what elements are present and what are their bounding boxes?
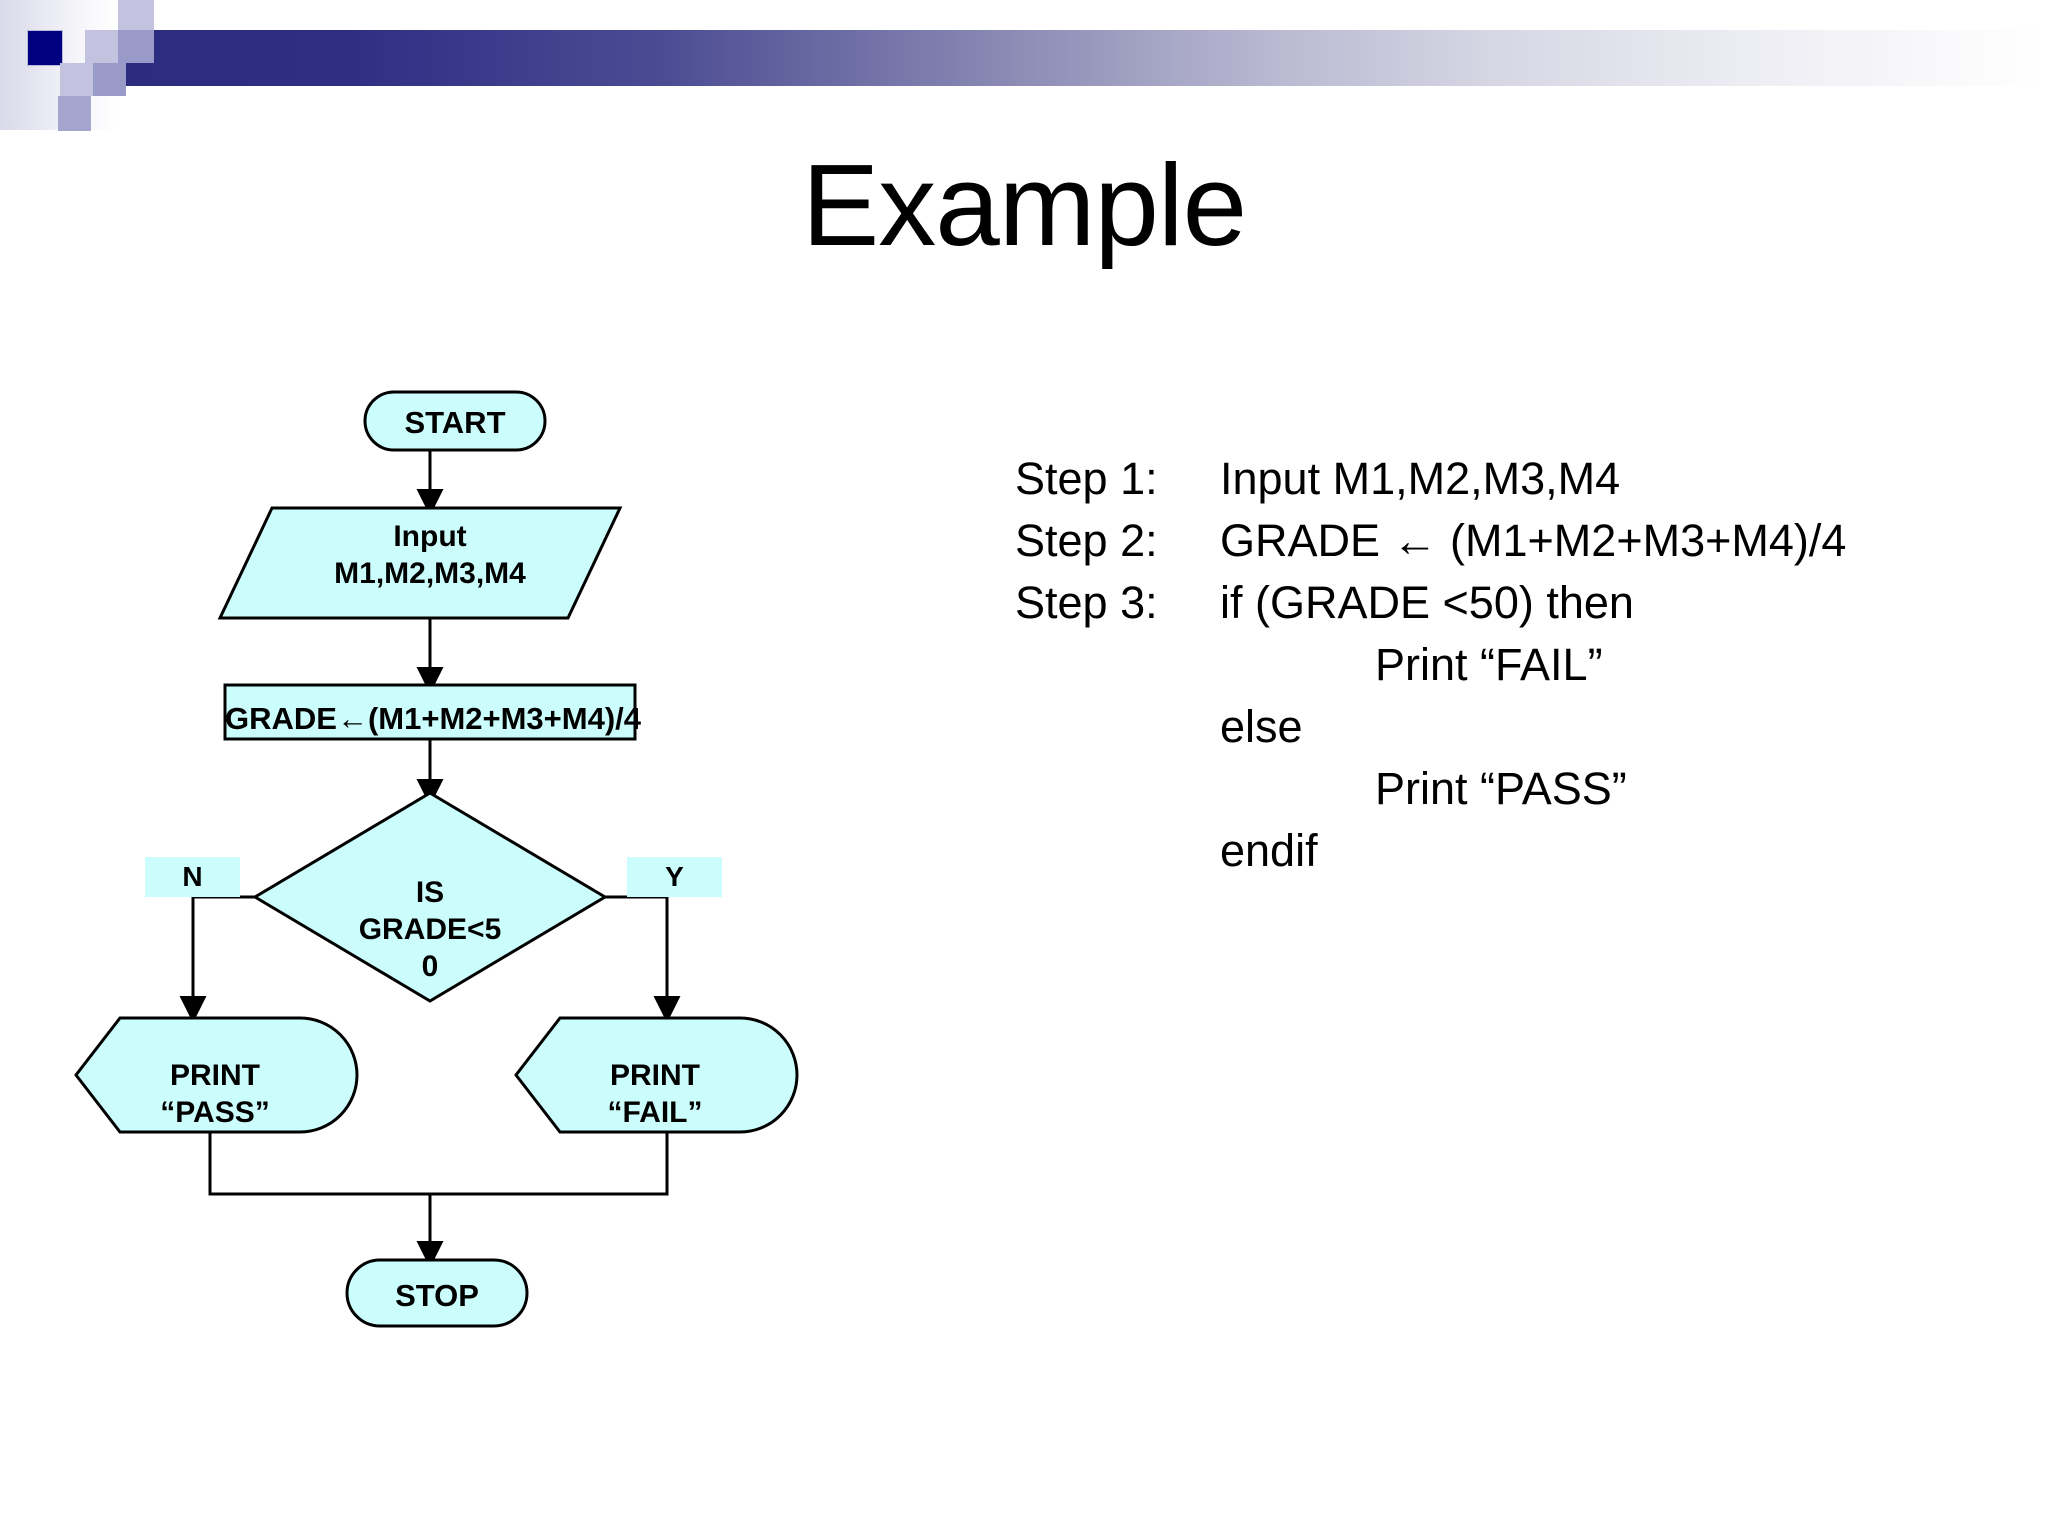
header-square-bottom [58, 96, 91, 131]
pseudocode-step1-body: Input M1,M2,M3,M4 [1220, 453, 1621, 504]
branch-label-yes: Y [627, 857, 722, 897]
branch-label-yes-text: Y [665, 861, 684, 892]
branch-label-no-text: N [182, 861, 203, 892]
pseudocode-line-else-body: Print “PASS” [1015, 758, 2025, 820]
header-square-pale-1 [85, 30, 118, 63]
node-print-fail-shape [514, 1016, 799, 1134]
header-decoration [0, 0, 2048, 131]
page-title: Example [801, 140, 1247, 270]
flowchart-diagram: START Input M1,M2,M3,M4 GRADE←(M1+M2+M3+… [60, 380, 1040, 1470]
header-square-lavender-top [118, 0, 154, 34]
pseudocode-step3-label: Step 3: [1015, 577, 1158, 628]
header-gradient-bar [118, 30, 2048, 86]
pseudocode-line-endif: endif [1015, 820, 2025, 882]
pseudocode-line-else: else [1015, 696, 2025, 758]
header-square-mid-1 [118, 30, 154, 63]
pseudocode-line-step2: Step 2: GRADE ← (M1+M2+M3+M4)/4 [1015, 510, 2025, 572]
node-print-pass-shape [74, 1016, 359, 1134]
node-stop [345, 1258, 529, 1328]
pseudocode-block: Step 1: Input M1,M2,M3,M4 Step 2: GRADE … [1015, 448, 2025, 882]
node-input [217, 506, 623, 620]
node-start [363, 390, 547, 452]
pseudocode-step2-label: Step 2: [1015, 515, 1158, 566]
pseudocode-endif-keyword: endif [1220, 825, 1318, 876]
pseudocode-then-body: Print “FAIL” [1375, 639, 1603, 690]
edge-fail-to-merge [430, 1132, 669, 1196]
pseudocode-line-step1: Step 1: Input M1,M2,M3,M4 [1015, 448, 2025, 510]
node-decision [252, 791, 608, 1003]
edge-no-branch [179, 895, 255, 1023]
pseudocode-line-then: Print “FAIL” [1015, 634, 2025, 696]
edge-yes-branch [605, 895, 681, 1023]
pseudocode-else-body: Print “PASS” [1375, 763, 1627, 814]
node-process [223, 683, 637, 741]
header-square-navy [27, 30, 63, 66]
edge-pass-to-merge [208, 1132, 430, 1196]
pseudocode-step2-body: GRADE ← (M1+M2+M3+M4)/4 [1220, 515, 1847, 566]
pseudocode-step3-body: if (GRADE <50) then [1220, 577, 1634, 628]
pseudocode-line-step3: Step 3: if (GRADE <50) then [1015, 572, 2025, 634]
pseudocode-step1-label: Step 1: [1015, 453, 1158, 504]
header-square-pale-2 [60, 63, 93, 96]
header-square-mid-2 [93, 63, 126, 96]
pseudocode-else-keyword: else [1220, 701, 1303, 752]
branch-label-no: N [145, 857, 240, 897]
